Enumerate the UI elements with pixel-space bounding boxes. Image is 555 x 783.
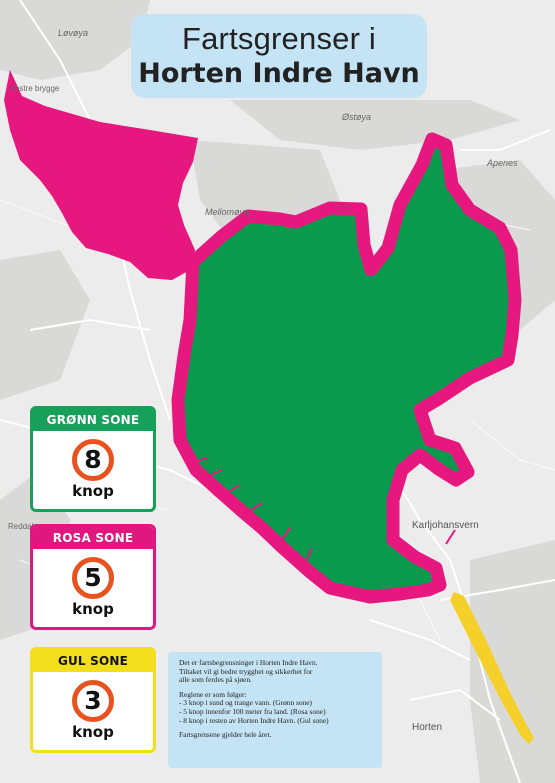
map-label-karljohansvern: Karljohansvern (412, 520, 479, 531)
info-rule: - 3 knop i sund og trange vann. (Grønn s… (179, 698, 313, 708)
legend-header: GRØNN SONE (33, 409, 153, 431)
legend-unit: knop (72, 600, 114, 618)
gul-zone (450, 592, 534, 744)
info-intro-line: Det er fartsbegrensninger i Horten Indre… (179, 658, 318, 667)
legend-card-gul-sone: GUL SONE 3 knop (30, 647, 156, 753)
map-label-reddal: Reddal (8, 522, 34, 531)
map-label-vestre-brygge: Vestre brygge (10, 84, 60, 93)
speed-limit-sign-icon: 8 (72, 439, 114, 481)
map-label-mellomoya: Mellomøya (205, 207, 250, 217)
title-line-1: Fartsgrenser i (181, 21, 377, 56)
map-label-apenes: Apenes (487, 158, 518, 168)
info-rule: - 5 knop innenfor 100 meter fra land. (R… (179, 706, 326, 716)
map-label-lovoya: Løvøya (58, 28, 89, 38)
jetties (187, 457, 456, 562)
legend-card-rosa-sone: ROSA SONE 5 knop (30, 524, 156, 630)
legend-unit: knop (72, 723, 114, 741)
map-label-ostoya: Østøya (342, 112, 372, 122)
speed-limit-sign-icon: 5 (72, 557, 114, 599)
legend-header: GUL SONE (33, 650, 153, 672)
legend-unit: knop (72, 482, 114, 500)
title-card: Fartsgrenser i Horten Indre Havn (131, 14, 427, 98)
rosa-zone-west (4, 70, 198, 280)
info-intro-line: alle som ferdes på sjøen. (179, 675, 252, 685)
info-rule: - 8 knop i resten av Horten Indre Havn. … (179, 715, 329, 725)
green-zone (171, 132, 522, 604)
info-rules-heading: Reglene er som følger: (179, 689, 247, 699)
info-footer: Fartsgrensene gjelder hele året. (179, 730, 272, 740)
info-box: Det er fartsbegrensninger i Horten Indre… (168, 652, 382, 768)
legend-header: ROSA SONE (33, 527, 153, 549)
legend-card-gronn-sone: GRØNN SONE 8 knop (30, 406, 156, 512)
info-intro-line: Tiltaket vil gi bedre trygghet og sikker… (179, 666, 313, 676)
title-line-2: Horten Indre Havn (138, 58, 420, 89)
map-label-horten: Horten (412, 722, 443, 733)
speed-limit-sign-icon: 3 (72, 680, 114, 722)
